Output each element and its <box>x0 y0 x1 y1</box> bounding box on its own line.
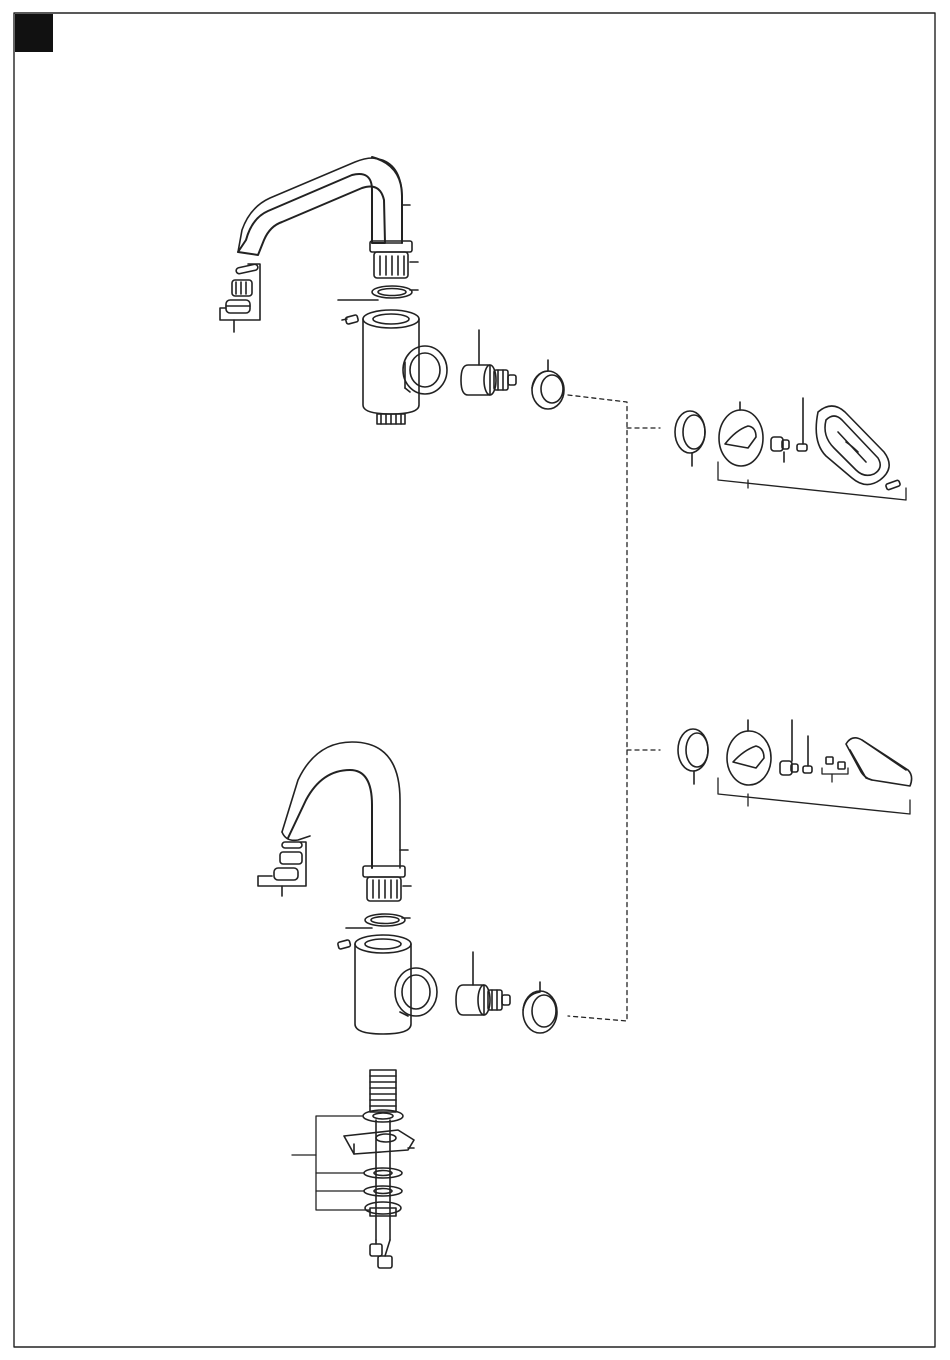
kit-a-lever-screw <box>885 480 900 490</box>
mounting-washer-2 <box>364 1168 402 1178</box>
kit-a-screw <box>797 398 807 451</box>
upper-mixer-body <box>363 310 447 424</box>
kit-b-set-screws <box>822 757 848 782</box>
section-marker <box>15 14 53 52</box>
kit-b-dome-cover <box>727 720 771 785</box>
kit-b-adapter <box>780 720 798 775</box>
upper-spout <box>238 157 418 278</box>
kit-b-lever-handle <box>846 738 912 786</box>
mounting-studs <box>376 1120 390 1240</box>
upper-set-screw <box>342 315 359 325</box>
lower-set-screw <box>337 940 350 950</box>
upper-cartridge-nut <box>532 360 564 409</box>
upper-cartridge <box>461 330 516 395</box>
lower-cartridge-nut <box>523 982 557 1033</box>
lower-mixer-body <box>355 935 437 1034</box>
mounting-kit <box>292 1070 414 1268</box>
page-frame <box>14 13 935 1347</box>
lower-cartridge <box>456 952 510 1015</box>
threaded-shank <box>370 1070 396 1112</box>
handle-kit-a <box>675 398 906 500</box>
mounting-nut <box>365 1202 401 1216</box>
mounting-washer-3 <box>364 1186 402 1196</box>
upper-aerator-parts <box>220 264 260 332</box>
kit-b-screw <box>803 736 812 773</box>
kit-a-trim-ring <box>675 411 705 466</box>
mounting-bracket <box>344 1130 414 1154</box>
mounting-kit-bracket <box>292 1116 370 1210</box>
kit-a-dome-cover <box>719 402 763 466</box>
lower-aerator-parts <box>258 842 306 896</box>
lower-faucet-assembly <box>258 742 557 1034</box>
hose-fittings <box>370 1240 392 1268</box>
lower-spout <box>282 742 411 901</box>
kit-b-bracket <box>718 778 910 814</box>
kit-a-adapter <box>771 437 789 462</box>
upper-faucet-assembly <box>220 157 564 424</box>
handle-kit-b <box>678 720 912 814</box>
kit-b-trim-ring <box>678 729 708 784</box>
kit-connector-lines <box>568 395 660 1021</box>
kit-a-lever-handle <box>816 406 889 485</box>
